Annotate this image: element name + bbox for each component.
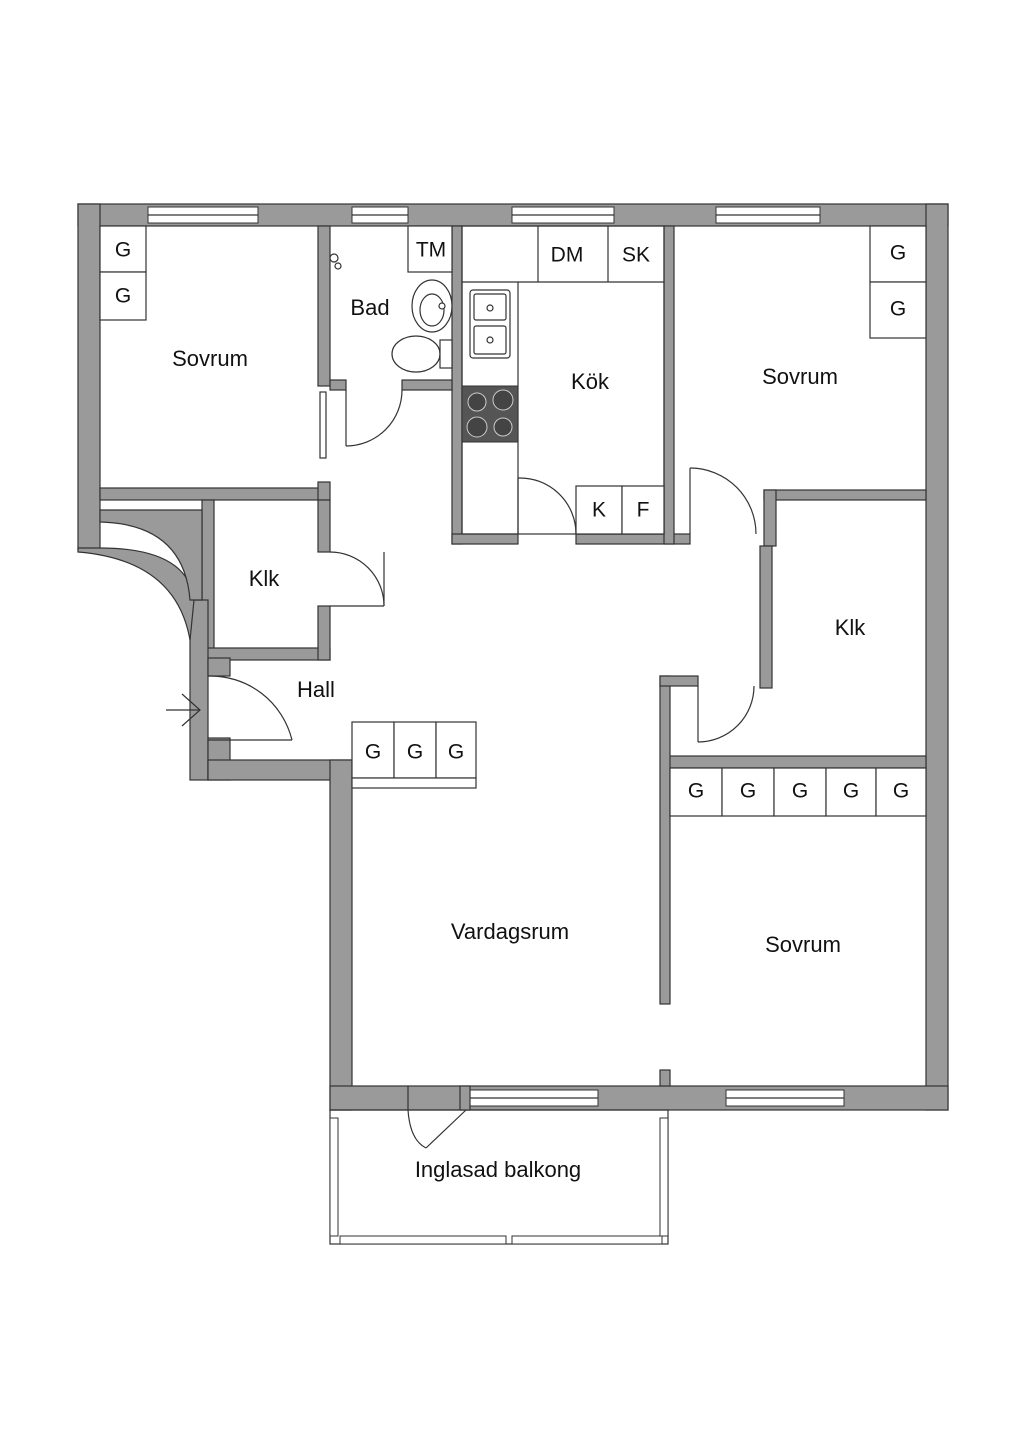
room-label-closet-2: Klk — [835, 615, 867, 640]
wardrobe-label: G — [688, 780, 704, 803]
storage-boxes — [99, 225, 927, 817]
wardrobe-label: G — [365, 741, 381, 764]
shower-icon — [329, 253, 342, 270]
wardrobe-label: G — [843, 780, 859, 803]
walls — [77, 203, 949, 1111]
wardrobe-label: G — [890, 298, 906, 321]
room-label-living-room: Vardagsrum — [451, 919, 569, 944]
fixture-labels: G G TM DM SK K F G G G G G G G G G G — [115, 239, 909, 803]
wardrobe-label: G — [448, 741, 464, 764]
wardrobe-label: G — [890, 242, 906, 265]
cabinet-label: SK — [622, 244, 650, 267]
entry-arrow-icon — [166, 693, 201, 727]
room-label-bathroom: Bad — [350, 295, 389, 320]
kitchen-fixtures — [461, 225, 665, 535]
room-label-closet-1: Klk — [249, 566, 281, 591]
room-labels: Sovrum Bad Kök Sovrum Klk Hall Klk Varda… — [172, 295, 866, 1182]
room-label-bedroom-3: Sovrum — [765, 932, 841, 957]
wardrobe-label: G — [893, 780, 909, 803]
room-label-bedroom-2: Sovrum — [762, 364, 838, 389]
bathroom-fixtures — [329, 253, 453, 373]
doors — [207, 389, 757, 1149]
balcony-outline — [329, 1109, 669, 1245]
room-label-kitchen: Kök — [571, 369, 610, 394]
room-label-hall: Hall — [297, 677, 335, 702]
room-label-balcony: Inglasad balkong — [415, 1157, 581, 1182]
room-label-bedroom-1: Sovrum — [172, 346, 248, 371]
wardrobe-label: G — [115, 239, 131, 262]
freezer-label: F — [637, 499, 650, 522]
fridge-label: K — [592, 499, 606, 522]
wardrobe-label: G — [740, 780, 756, 803]
windows — [147, 206, 845, 1107]
washing-machine-label: TM — [416, 239, 446, 262]
wardrobe-label: G — [407, 741, 423, 764]
wardrobe-label: G — [115, 285, 131, 308]
wardrobe-label: G — [792, 780, 808, 803]
dishwasher-label: DM — [551, 244, 584, 267]
